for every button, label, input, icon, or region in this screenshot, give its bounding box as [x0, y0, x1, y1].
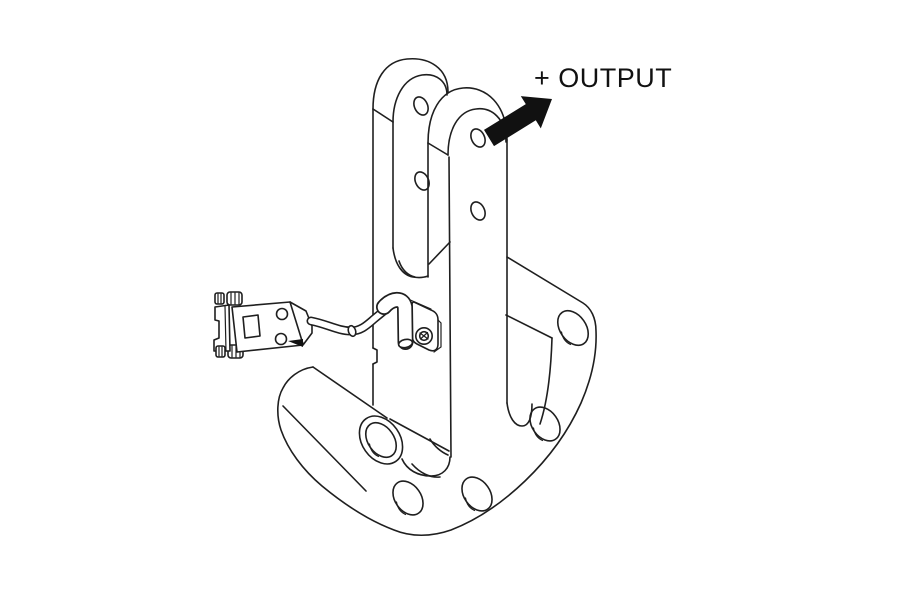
cable-ferrule [347, 324, 357, 338]
connector-backshell [231, 301, 313, 353]
cable [306, 300, 396, 338]
connector-label-window [242, 314, 261, 339]
clevis-fork [372, 58, 508, 458]
bracket-screw [414, 326, 433, 345]
backshell-screw-bottom [274, 332, 288, 346]
dsub-flange [213, 304, 231, 352]
output-label: + OUTPUT [534, 63, 672, 93]
clevis-pin-holes [413, 96, 486, 221]
hook-base [277, 256, 597, 537]
output-direction-arrow [484, 96, 552, 147]
backshell-screw-top [275, 307, 289, 321]
cable-elbow-fitting [376, 291, 414, 350]
hook-bolt-holes [364, 309, 590, 516]
cable-connector [213, 291, 313, 359]
